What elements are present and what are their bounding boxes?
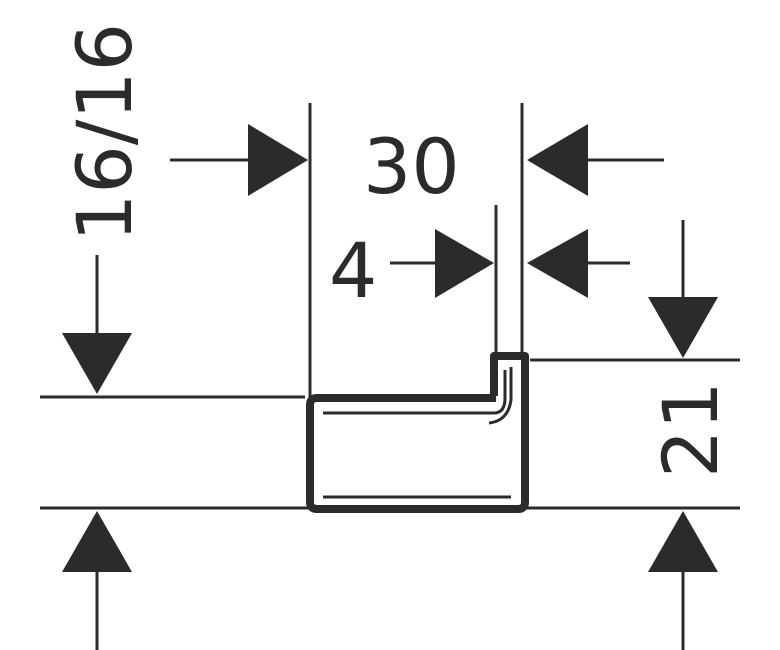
gap-arrow-left (435, 229, 494, 298)
height-arrow-top (648, 297, 718, 358)
gap-arrow-right (527, 229, 588, 298)
part-inner-top (323, 370, 507, 415)
height-label: 21 (646, 381, 735, 478)
thickness-label: 16/16 (60, 23, 149, 242)
thickness-arrow-top (62, 333, 132, 394)
width-arrow-left (248, 124, 308, 196)
height-arrow-bottom (648, 511, 718, 572)
part-profile (306, 352, 529, 513)
width-arrow-right (527, 124, 588, 196)
part-hook-detail (488, 367, 513, 425)
width-label: 30 (363, 122, 460, 211)
gap-label: 4 (329, 226, 377, 315)
thickness-arrow-bottom (62, 511, 132, 572)
